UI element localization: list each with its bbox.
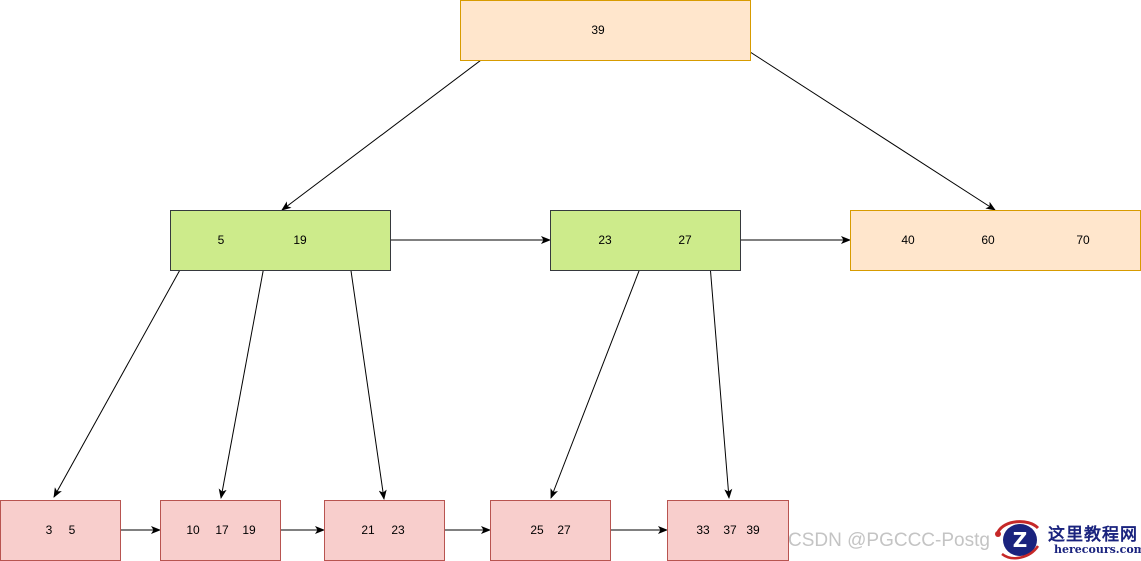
node-box-internal-middle (550, 210, 741, 271)
node-key-leaf-4-1: 27 (557, 523, 571, 537)
node-key-leaf-5-2: 39 (746, 523, 760, 537)
edge-internal-left-to-leaf-1 (53, 249, 192, 498)
watermark-text: CSDN @PGCCC-Postg (788, 530, 990, 551)
node-key-internal-right-2: 70 (1076, 233, 1090, 247)
node-key-internal-right-1: 60 (981, 233, 995, 247)
edge-root-to-internal-right (715, 29, 996, 211)
node-box-leaf-5 (667, 500, 789, 561)
node-internal-middle: 23 27 (550, 210, 741, 271)
node-key-internal-left-0: 5 (218, 233, 225, 247)
edge-internal-middle-to-leaf-4 (550, 239, 652, 499)
node-key-leaf-3-0: 21 (361, 523, 375, 537)
node-leaf-3: 21 23 (324, 500, 445, 561)
edge-internal-left-to-leaf-3 (347, 249, 387, 500)
node-key-leaf-4-0: 25 (530, 523, 544, 537)
edge-layer (53, 29, 996, 534)
node-box-internal-right (850, 210, 1141, 271)
logo-mark-letter: Z (1013, 528, 1028, 552)
node-key-leaf-2-0: 10 (186, 523, 200, 537)
node-root: 39 (460, 0, 751, 61)
node-internal-right: 40 60 70 (850, 210, 1141, 271)
logo-url: herecours.com (1054, 543, 1141, 556)
logo-mark-icon: Z (995, 520, 1040, 560)
node-key-internal-middle-0: 23 (598, 233, 612, 247)
site-logo: Z 这里教程网 herecours.com (994, 516, 1141, 561)
node-box-leaf-3 (324, 500, 445, 561)
logo-title: 这里教程网 (1048, 525, 1138, 545)
node-internal-left: 5 19 (170, 210, 391, 271)
node-key-leaf-5-0: 33 (696, 523, 710, 537)
node-key-leaf-1-1: 5 (69, 523, 76, 537)
node-key-leaf-1-0: 3 (46, 523, 53, 537)
node-key-internal-middle-1: 27 (678, 233, 692, 247)
node-box-leaf-1 (0, 500, 121, 561)
node-key-leaf-3-1: 23 (391, 523, 405, 537)
node-key-leaf-2-1: 17 (215, 523, 229, 537)
node-key-root-0: 39 (591, 23, 605, 37)
node-box-leaf-4 (490, 500, 611, 561)
node-box-internal-left (170, 210, 391, 271)
node-key-internal-right-0: 40 (901, 233, 915, 247)
node-key-internal-left-1: 19 (293, 233, 307, 247)
edge-internal-left-to-leaf-2 (218, 249, 268, 499)
edge-internal-middle-to-leaf-5 (707, 239, 733, 499)
node-leaf-4: 25 27 (490, 500, 611, 561)
node-key-leaf-5-1: 37 (723, 523, 737, 537)
node-leaf-5: 33 37 39 (667, 500, 789, 561)
node-leaf-2: 10 17 19 (160, 500, 281, 561)
node-key-leaf-2-2: 19 (242, 523, 256, 537)
node-box-root (460, 0, 751, 61)
